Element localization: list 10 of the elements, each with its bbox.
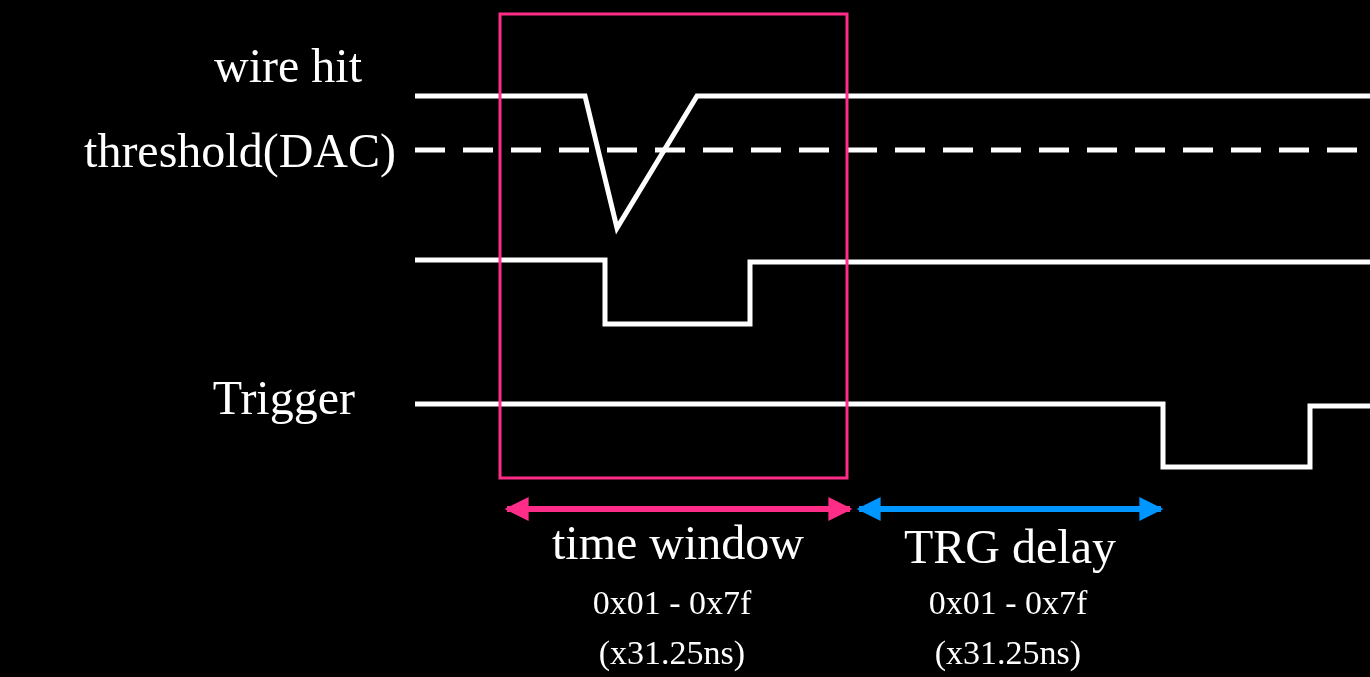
range-text: 0x01 - 0x7f: [928, 585, 1088, 620]
dimension-label: TRG delay: [904, 523, 1116, 572]
unit-text: (x31.25ns): [598, 635, 746, 670]
time-window-rectangle: [498, 12, 849, 480]
range-text: 0x01 - 0x7f: [592, 585, 752, 620]
dimension-label: time window: [552, 519, 804, 568]
signal-label: wire hit: [214, 42, 362, 91]
signal-label: threshold(DAC): [84, 127, 396, 176]
unit-text: (x31.25ns): [934, 635, 1082, 670]
signal-label: Trigger: [212, 374, 355, 423]
